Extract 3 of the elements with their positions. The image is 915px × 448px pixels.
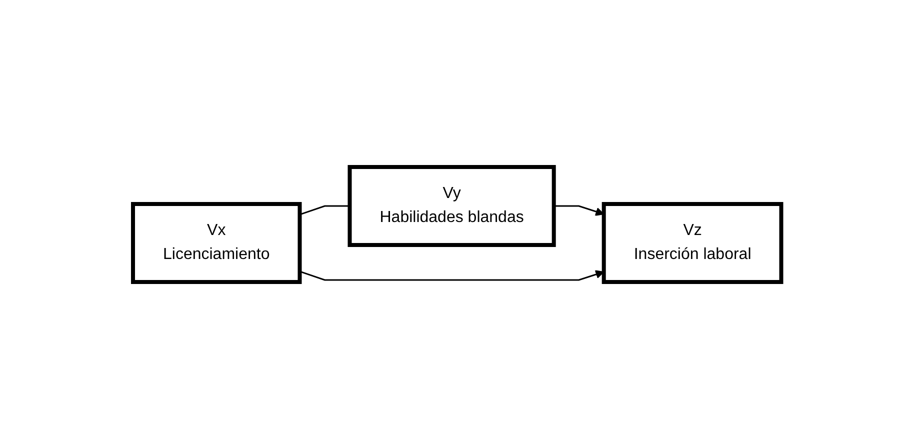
node-box: Vy Habilidades blandas xyxy=(348,164,556,246)
node-box: Vx Licenciamiento xyxy=(131,202,302,284)
node-box: Vz Inserción laboral xyxy=(602,202,784,284)
